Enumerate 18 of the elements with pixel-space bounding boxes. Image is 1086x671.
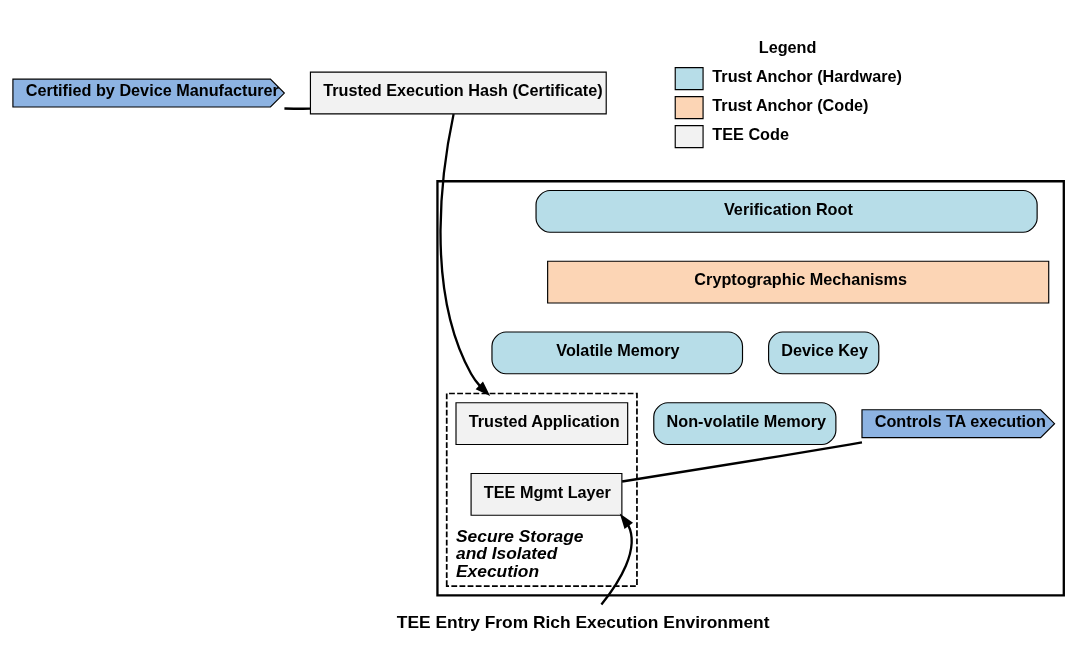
node-box: Trusted Application (455, 402, 629, 446)
connector (621, 441, 863, 483)
legend-label: TEE Code (712, 124, 789, 143)
cluster (436, 180, 1065, 597)
node-box: Device Key (768, 331, 880, 375)
node-text: TEE Entry From Rich Execution Environment (396, 612, 770, 633)
arrow (600, 513, 633, 606)
node-box: Non-volatile Memory (653, 402, 837, 446)
node-box: Trusted Execution Hash (Certificate) (309, 71, 607, 115)
node-box: Volatile Memory (491, 331, 744, 375)
arrow (439, 113, 491, 396)
connector (284, 107, 311, 110)
label: Legend (758, 37, 817, 56)
node-box: Verification Root (535, 189, 1038, 233)
legend-label: Trust Anchor (Hardware) (712, 66, 902, 85)
node-box: Cryptographic Mechanisms (547, 260, 1050, 304)
legend-label: Trust Anchor (Code) (712, 95, 869, 114)
node-box: TEE Mgmt Layer (470, 472, 623, 516)
